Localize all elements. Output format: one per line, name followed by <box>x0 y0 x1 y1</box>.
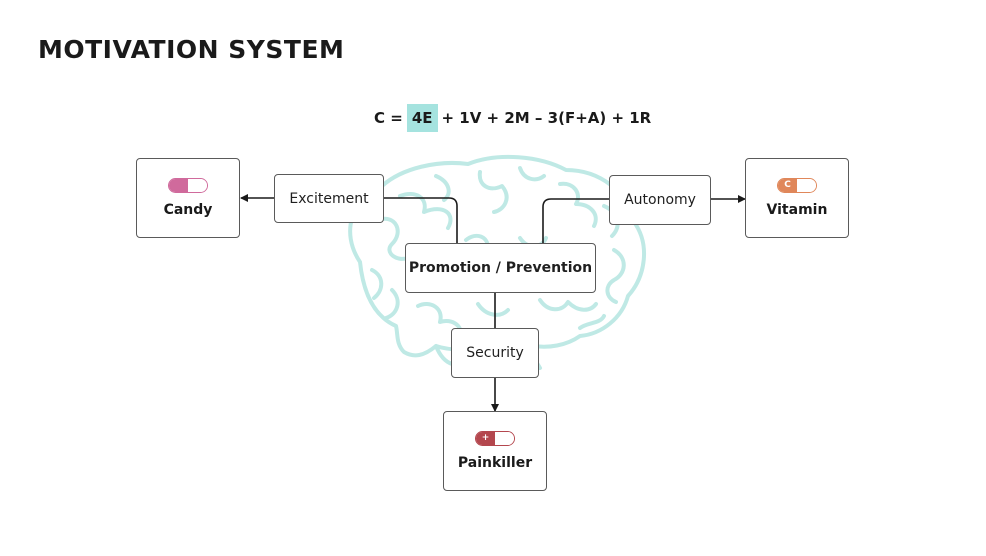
candy-card: Candy <box>136 158 240 238</box>
connectors <box>240 194 746 412</box>
formula-prefix: C = <box>374 109 403 127</box>
formula: C = 4E + 1V + 2M – 3(F+A) + 1R <box>374 104 651 132</box>
autonomy-node: Autonomy <box>609 175 711 225</box>
wire-promotion-excitement <box>384 197 458 243</box>
formula-rest: + 1V + 2M – 3(F+A) + 1R <box>441 109 652 127</box>
painkiller-card: + Painkiller <box>443 411 547 491</box>
security-node: Security <box>451 328 539 378</box>
promotion-prevention-node: Promotion / Prevention <box>405 243 596 293</box>
painkiller-pill-icon: + <box>475 431 515 446</box>
candy-pill-icon <box>168 178 208 193</box>
painkiller-label: Painkiller <box>457 455 533 471</box>
candy-label: Candy <box>163 202 213 218</box>
formula-highlight: 4E <box>406 104 438 132</box>
excitement-node: Excitement <box>274 174 384 223</box>
wire-promotion-autonomy <box>542 198 609 243</box>
vitamin-pill-icon: C <box>777 178 817 193</box>
page-title: MOTIVATION SYSTEM <box>38 35 345 64</box>
vitamin-label: Vitamin <box>766 202 828 218</box>
vitamin-card: C Vitamin <box>745 158 849 238</box>
